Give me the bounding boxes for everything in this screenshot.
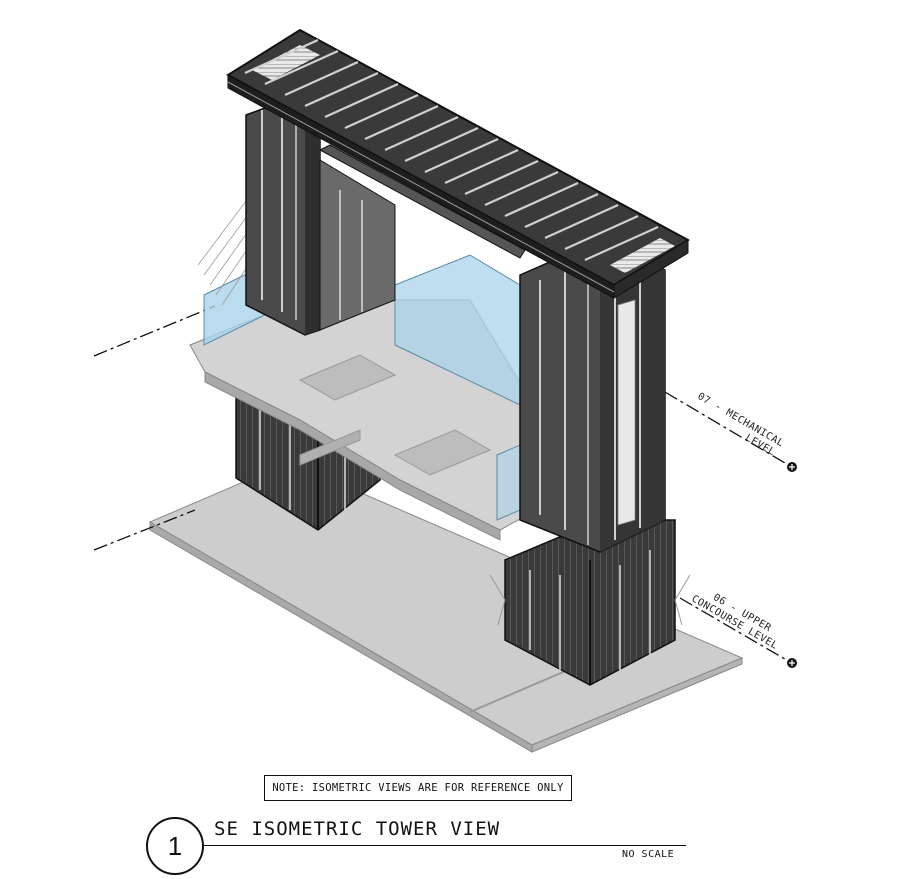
- level-marker-mechanical-icon: [787, 462, 797, 472]
- level-tag-mechanical: 07 - MECHANICAL LEVEL: [696, 391, 786, 458]
- view-title: SE ISOMETRIC TOWER VIEW: [214, 818, 501, 840]
- right-tower-shaft: [519, 239, 666, 553]
- level-label-mechanical-line1: 07 - MECHANICAL: [696, 391, 786, 449]
- left-tower-shaft: [245, 94, 396, 336]
- roof-truss: [226, 28, 691, 299]
- title-underline: [204, 845, 686, 846]
- scale-note: NO SCALE: [622, 849, 675, 860]
- level-reference-lines: [93, 305, 791, 663]
- reference-note: NOTE: ISOMETRIC VIEWS ARE FOR REFERENCE …: [264, 775, 572, 801]
- right-tower-base: [489, 519, 691, 686]
- level-marker-concourse-icon: [787, 658, 797, 668]
- view-number-bubble: 1: [146, 817, 204, 875]
